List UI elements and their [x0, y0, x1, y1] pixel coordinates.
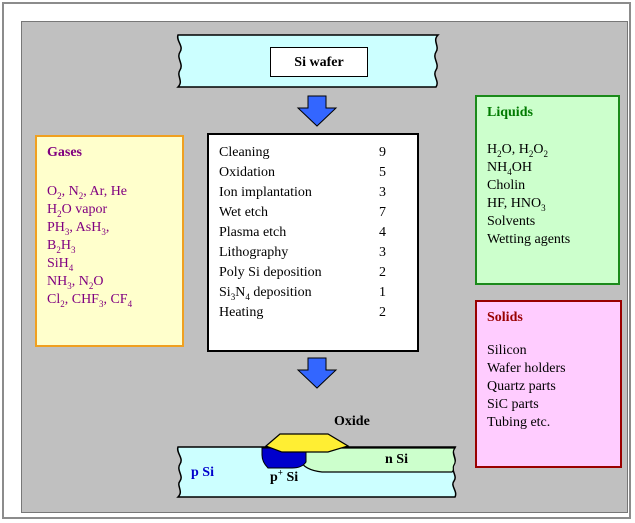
gas-item: O2, N2, Ar, He: [47, 184, 128, 201]
p-plus-si-label: p+ Si: [270, 467, 299, 486]
down-arrow-bottom: [296, 357, 338, 389]
gas-item: H2O vapor: [47, 202, 108, 219]
liquid-item: H2O, H2O2: [487, 142, 548, 159]
p-plus-letter: p: [270, 470, 278, 485]
process-step-name: Heating: [219, 305, 264, 320]
process-step-name: Poly Si deposition: [219, 265, 322, 280]
process-step-row: Si3N4 deposition 1: [219, 283, 407, 303]
p-si-label: p Si: [191, 465, 214, 480]
oxide-layer: [264, 433, 350, 453]
p-plus-superscript: +: [277, 467, 283, 478]
oxide-label: Oxide: [334, 414, 370, 429]
liquid-item: Solvents: [487, 214, 536, 229]
process-step-name: Plasma etch: [219, 225, 287, 240]
process-step-row: Lithography 3: [219, 243, 407, 263]
p-plus-suffix: Si: [282, 470, 299, 485]
liquid-item: Cholin: [487, 178, 526, 193]
gas-item: PH3, AsH3,: [47, 220, 110, 237]
si-wafer-label: Si wafer: [270, 47, 368, 77]
gas-item: Cl2, CHF3, CF4: [47, 292, 133, 309]
solid-item: Quartz parts: [487, 379, 556, 394]
process-step-name: Cleaning: [219, 145, 270, 160]
process-step-name: Lithography: [219, 245, 289, 260]
down-arrow-top: [296, 95, 338, 127]
liquid-item: HF, HNO3: [487, 196, 546, 213]
liquids-title: Liquids: [487, 105, 533, 120]
solid-item: Wafer holders: [487, 361, 566, 376]
gas-item: NH3, N2O: [47, 274, 104, 291]
process-step-count: 2: [379, 305, 386, 320]
process-step-row: Cleaning 9: [219, 143, 407, 163]
process-step-name: Si3N4 deposition: [219, 285, 312, 302]
process-step-count: 3: [379, 245, 386, 260]
solid-item: SiC parts: [487, 397, 539, 412]
process-step-row: Wet etch 7: [219, 203, 407, 223]
p-plus-region: [261, 447, 307, 469]
gas-item: B2H3: [47, 238, 76, 255]
process-step-count: 5: [379, 165, 386, 180]
solid-item: Silicon: [487, 343, 527, 358]
process-step-count: 2: [379, 265, 386, 280]
process-step-count: 9: [379, 145, 386, 160]
gases-title: Gases: [47, 145, 82, 160]
process-step-count: 1: [379, 285, 386, 300]
solids-title: Solids: [487, 310, 523, 325]
n-si-region: [299, 447, 457, 473]
n-si-label: n Si: [385, 452, 408, 467]
process-step-count: 7: [379, 205, 386, 220]
gas-item: SiH4: [47, 256, 74, 273]
process-step-name: Ion implantation: [219, 185, 312, 200]
process-step-count: 3: [379, 185, 386, 200]
process-step-row: Heating 2: [219, 303, 407, 323]
liquid-item: Wetting agents: [487, 232, 571, 247]
process-step-row: Oxidation 5: [219, 163, 407, 183]
solid-item: Tubing etc.: [487, 415, 551, 430]
process-step-count: 4: [379, 225, 386, 240]
liquid-item: NH4OH: [487, 160, 532, 177]
process-step-row: Ion implantation 3: [219, 183, 407, 203]
process-step-row: Poly Si deposition 2: [219, 263, 407, 283]
process-step-name: Wet etch: [219, 205, 269, 220]
process-step-row: Plasma etch 4: [219, 223, 407, 243]
process-step-name: Oxidation: [219, 165, 275, 180]
